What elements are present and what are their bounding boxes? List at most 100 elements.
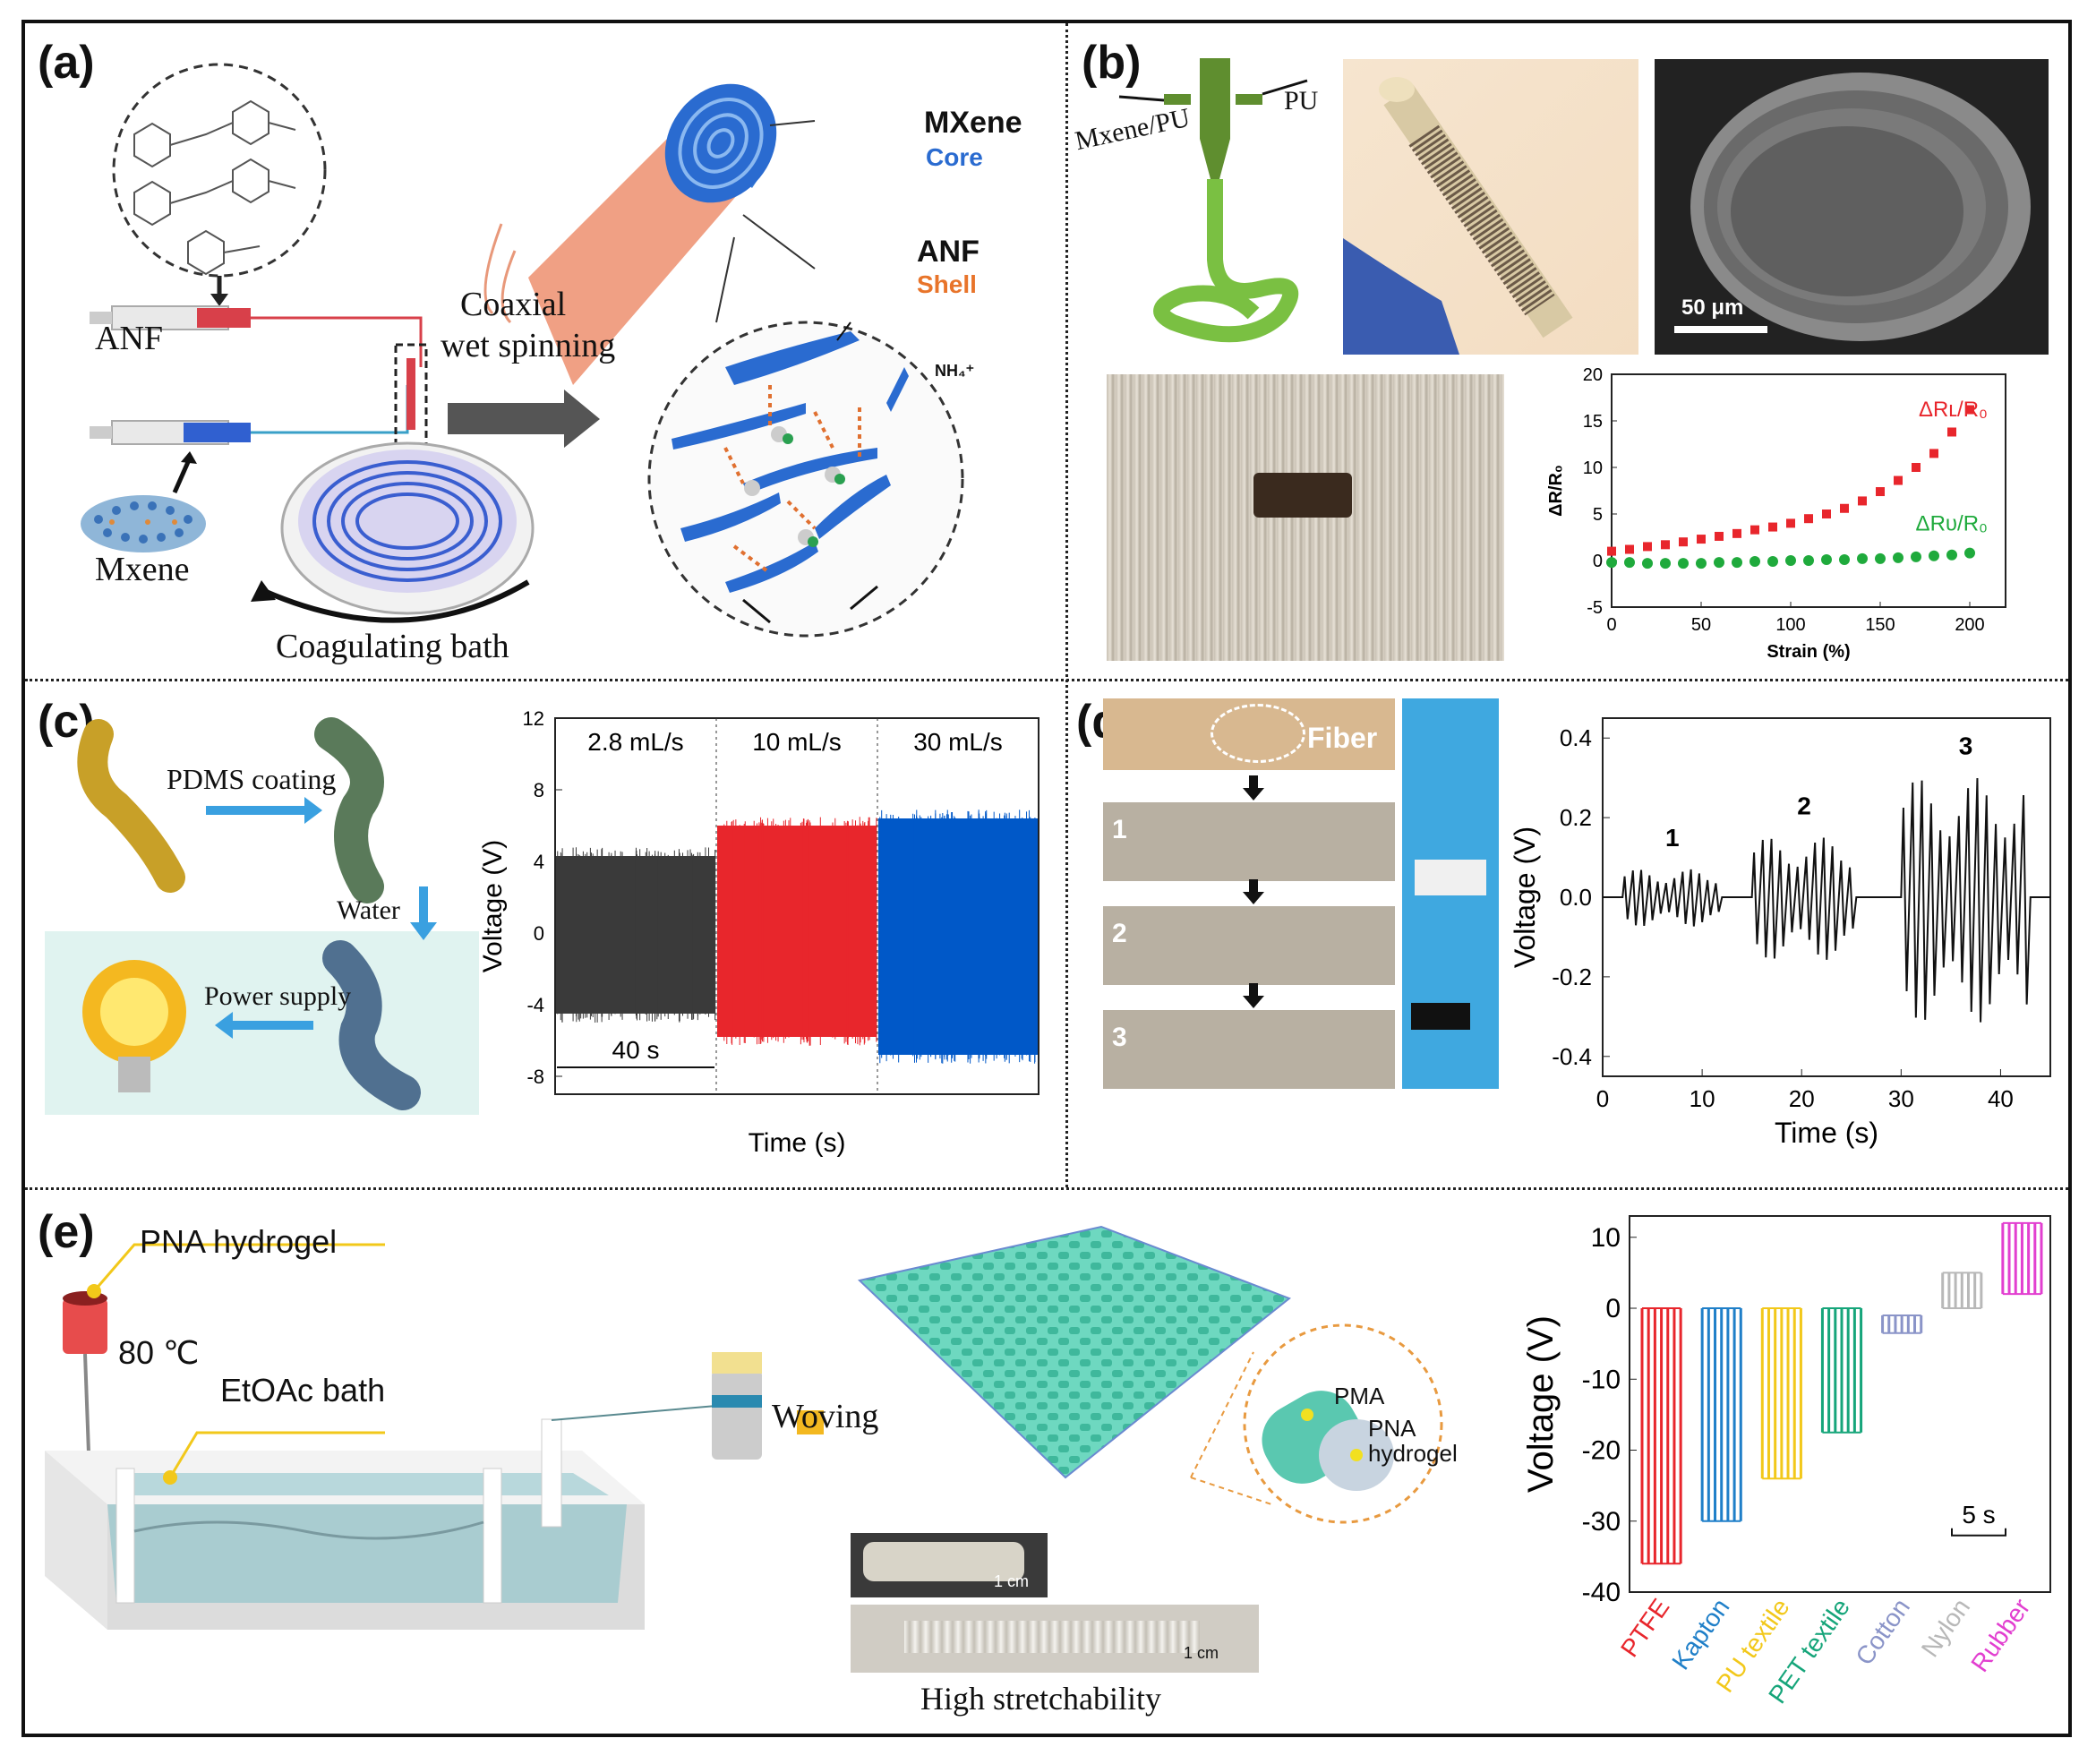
y-tick-label: -4 [526,994,544,1016]
panel-e-spinning-schematic [36,1236,824,1666]
pma-label: PMA [1334,1383,1384,1410]
x-axis-label: Time (s) [1775,1117,1878,1149]
data-point-rl [1858,496,1867,505]
coagulating-bath-dish [251,443,533,621]
data-point-rl [1768,523,1777,532]
data-point-ru [1857,553,1868,564]
data-point-ru [1696,558,1707,569]
data-point-ru [1767,556,1778,567]
stretchability-label: High stretchability [920,1680,1161,1717]
data-point-ru [1678,558,1689,569]
data-point-ru [1660,558,1671,569]
process-label-line1: Coaxial [460,285,566,324]
process-label-line2: wet spinning [441,326,615,365]
y-tick-label: -30 [1582,1507,1621,1537]
shell-title: ANF [917,235,980,270]
x-tick-label: 200 [1955,615,1984,635]
data-point-rl [1929,449,1938,458]
data-point-rl [1876,487,1885,496]
knee-voltage-chart: 010203040-0.4-0.20.00.20.4123Time (s)Vol… [1504,698,2077,1164]
molecule-circle [114,64,325,276]
scale-bar-2: 1 cm [1184,1644,1219,1663]
y-axis-label: Voltage (V) [478,840,508,972]
category-label: PTFE [1615,1594,1674,1662]
data-point-ru [1606,557,1617,568]
y-tick-label: 4 [534,851,544,873]
y-tick-label: 20 [1583,365,1603,385]
data-point-ru [1821,554,1832,565]
y-tick-label: 12 [523,707,544,730]
coating-label: PDMS coating [167,763,336,796]
bath-label: Coagulating bath [276,627,509,666]
y-tick-label: 0 [534,922,544,945]
data-point-rl [1715,532,1724,541]
y-tick-label: -0.4 [1552,1043,1592,1070]
divider-horizontal-1 [25,679,2068,681]
series-label: 10 mL/s [752,728,842,756]
y-tick-label: 0 [1593,552,1603,571]
stretched-fabric-photo: 1 cm [851,1605,1259,1673]
data-point-ru [1714,557,1724,568]
scale-bar-1: 1 cm [994,1572,1029,1591]
y-tick-label: 15 [1583,412,1603,432]
data-point-rl [1697,535,1706,544]
x-tick-label: 30 [1888,1085,1914,1112]
data-point-ru [1803,555,1814,566]
data-point-ru [1893,552,1904,563]
nozzle-right-label: PU [1284,86,1318,116]
y-tick-label: 0 [1605,1294,1621,1323]
shell-subtitle: Shell [917,270,977,299]
segment-label: 2 [1797,792,1811,819]
device-circuit-photo [1402,698,1499,1089]
data-point-rl [1912,463,1921,472]
hydrogel-label: PNA hydrogel [140,1223,337,1261]
data-point-rl [1661,540,1670,549]
data-point-ru [1875,553,1886,564]
y-tick-label: 10 [1583,458,1603,478]
segment-label: 3 [1959,732,1973,760]
data-point-rl [1786,518,1795,527]
data-point-rl [1840,504,1849,513]
mxene-label: Mxene [95,550,190,589]
mxene-crystal [81,495,206,552]
data-point-ru [1964,548,1975,559]
data-point-ru [1946,550,1957,561]
category-label: Rubber [1965,1594,2035,1677]
x-tick-label: 0 [1606,615,1616,635]
y-tick-label: 8 [534,779,544,801]
segment-label: 1 [1665,824,1680,852]
material-voltage-chart: -40-30-20-10010PTFEKaptonPU textilePET t… [1513,1200,2077,1719]
x-tick-label: 100 [1775,615,1805,635]
x-axis-label: Time (s) [749,1128,846,1158]
data-point-ru [1785,555,1796,566]
data-point-rl [1643,542,1652,551]
nh4-label: NH₄⁺ [935,362,974,381]
y-tick-label: -40 [1582,1578,1621,1607]
data-point-ru [1624,557,1635,568]
data-point-rl [1894,476,1903,485]
data-point-ru [1642,558,1653,569]
data-point-rl [1732,529,1741,538]
category-label: Nylon [1916,1594,1975,1662]
y-axis-label: Voltage (V) [1521,1315,1561,1493]
category-label: Cotton [1850,1594,1915,1670]
divider-horizontal-2 [25,1187,2068,1190]
x-tick-label: 40 [1988,1085,2014,1112]
data-point-rl [1607,547,1616,556]
signal-band [878,818,1038,1055]
y-tick-label: 5 [1593,505,1603,525]
y-axis-label: ΔR/R₀ [1546,465,1566,517]
fiber-wrapped-rod-photo [1343,59,1638,355]
x-tick-label: 20 [1789,1085,1815,1112]
data-point-rl [1947,427,1956,436]
step-2-label: 2 [1112,919,1127,949]
y-tick-label: -8 [526,1066,544,1088]
core-title: MXene [924,106,1022,141]
pna-label-line1: PNA [1368,1415,1416,1443]
time-scale-label: 5 s [1962,1501,1995,1529]
legend-ru: ΔRᴜ/R₀ [1916,512,1988,536]
lightbulb-icon [118,1057,150,1092]
divider-vertical-top [1065,23,1068,1187]
strain-chart: 050100150200-505101520Strain (%)ΔR/R₀ΔRʟ… [1540,364,2041,677]
pna-label-line2: hydrogel [1368,1440,1458,1468]
